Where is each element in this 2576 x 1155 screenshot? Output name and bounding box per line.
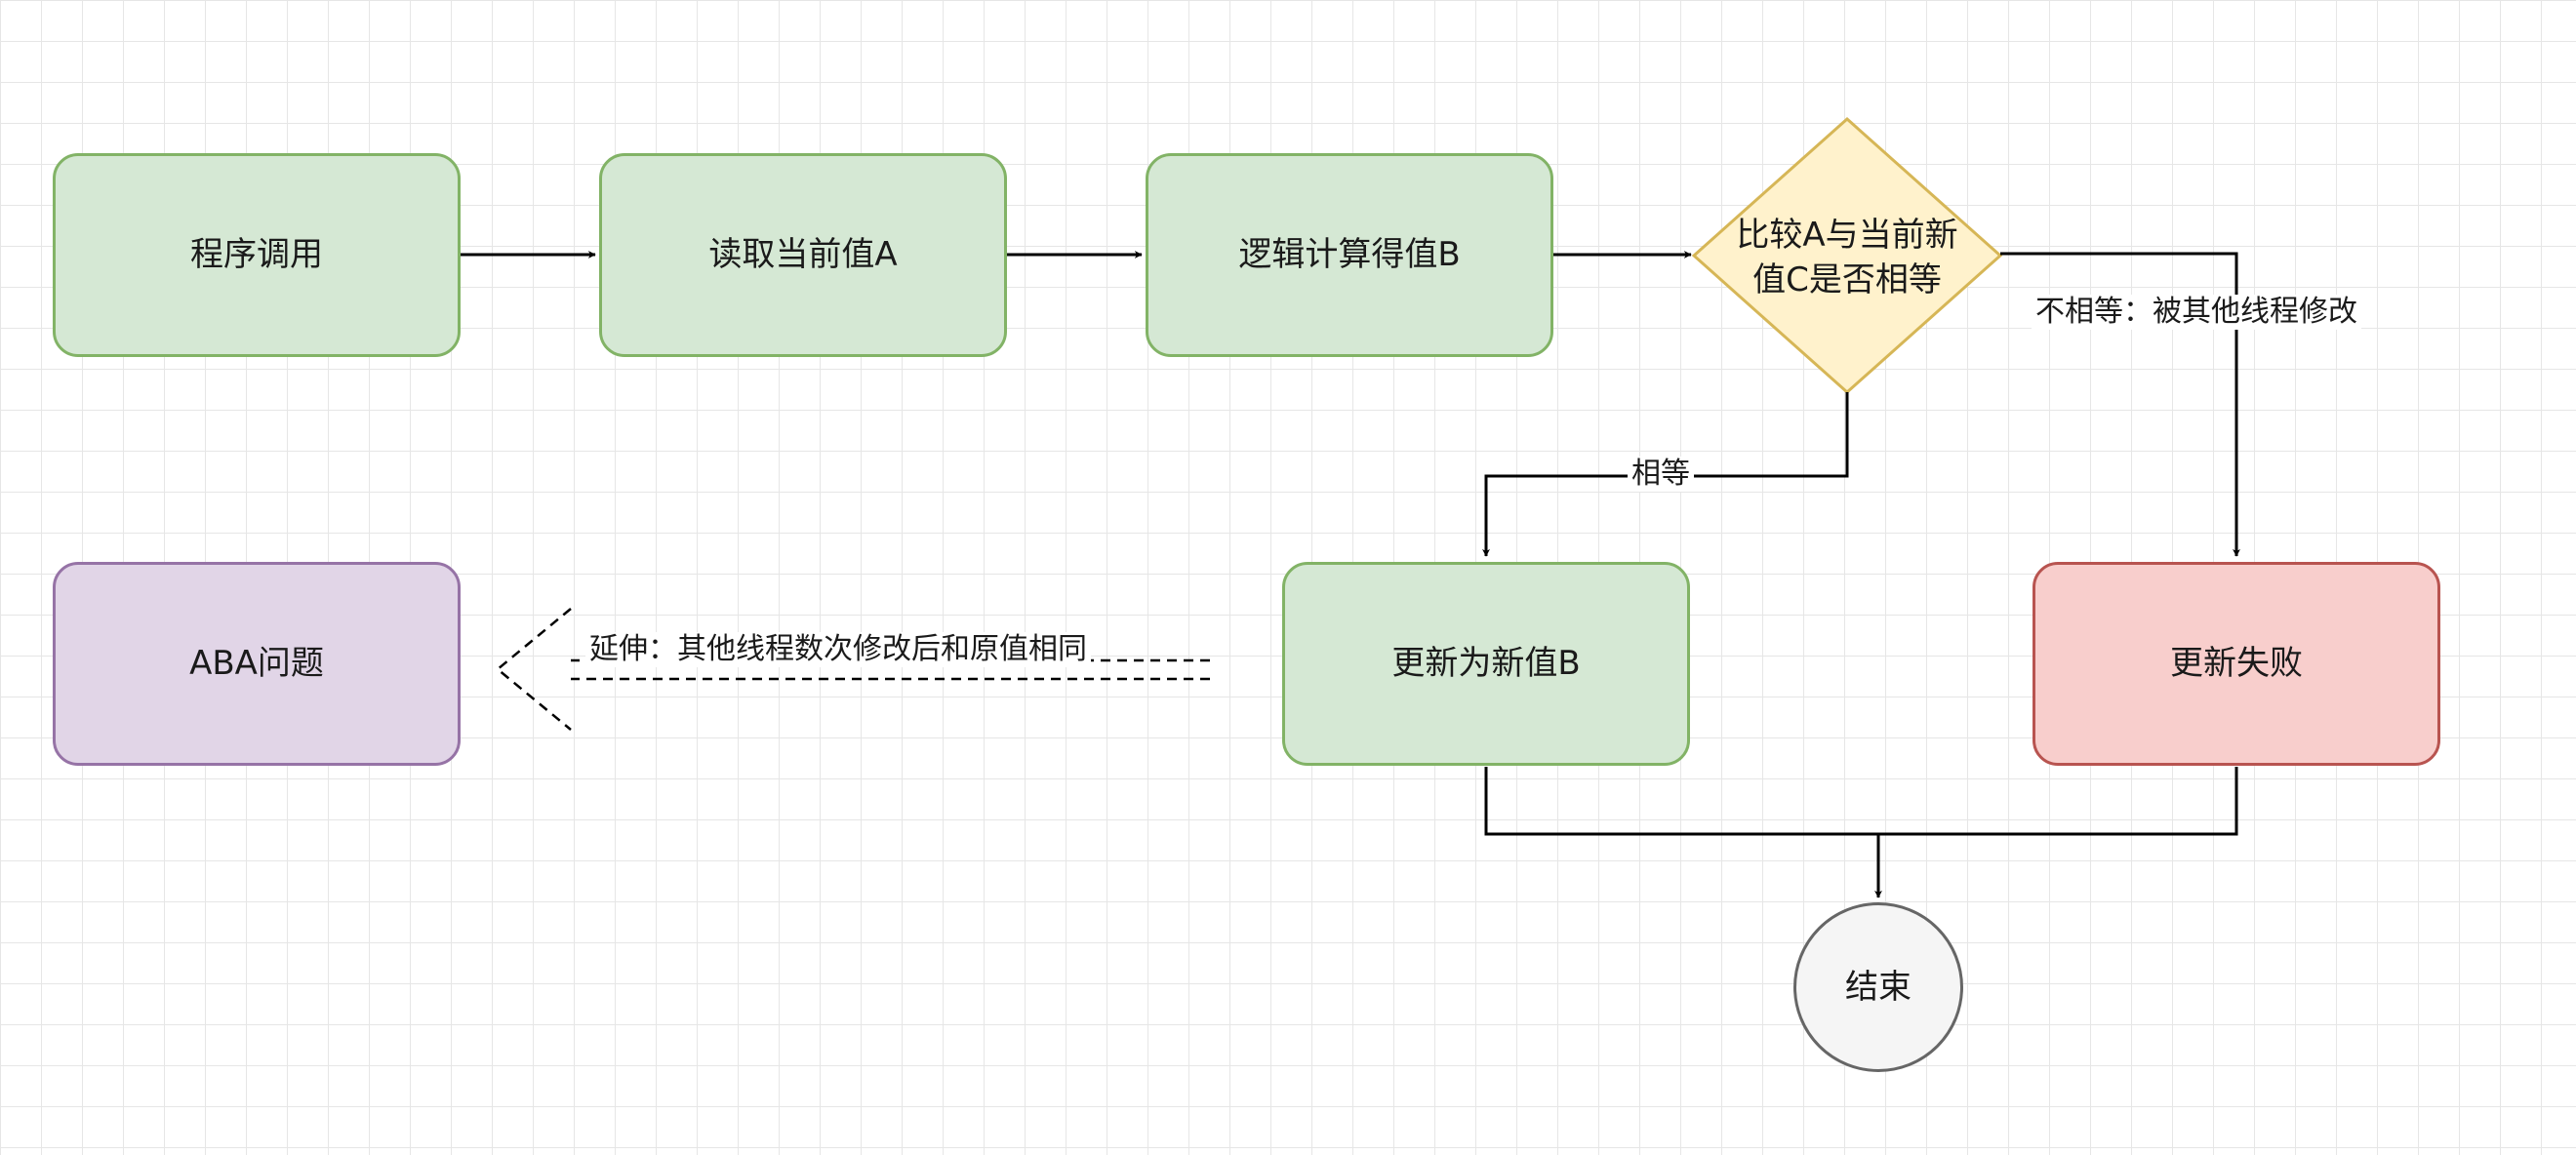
node-aba-problem-label: ABA问题 xyxy=(189,644,324,684)
edge-not-equal-label: 不相等：被其他线程修改 xyxy=(2032,295,2361,330)
node-update-success[interactable]: 更新为新值B xyxy=(1282,562,1690,766)
edge-update-merge xyxy=(1484,767,2238,836)
node-update-fail[interactable]: 更新失败 xyxy=(2033,562,2440,766)
node-compare-label: 比较A与当前新 值C是否相等 xyxy=(1691,195,2003,322)
node-update-success-label: 更新为新值B xyxy=(1391,644,1581,684)
node-compare-line-1: 比较A与当前新 xyxy=(1736,216,1958,256)
node-compute-value-label: 逻辑计算得值B xyxy=(1238,235,1461,275)
node-compute-value[interactable]: 逻辑计算得值B xyxy=(1146,153,1553,357)
node-program-call-label: 程序调用 xyxy=(190,235,323,275)
node-read-value[interactable]: 读取当前值A xyxy=(599,153,1007,357)
edge-equal-label: 相等 xyxy=(1628,457,1694,492)
node-end[interactable]: 结束 xyxy=(1793,902,1963,1072)
edge-not-equal xyxy=(2000,252,2240,557)
edge-extension xyxy=(496,608,1210,731)
node-end-label: 结束 xyxy=(1845,967,1912,1007)
node-program-call[interactable]: 程序调用 xyxy=(53,153,461,357)
edge-extension-label: 延伸：其他线程数次修改后和原值相同 xyxy=(585,632,1091,667)
node-compare-line-2: 值C是否相等 xyxy=(1752,260,1942,299)
node-read-value-label: 读取当前值A xyxy=(708,235,898,275)
node-aba-problem[interactable]: ABA问题 xyxy=(53,562,461,766)
node-update-fail-label: 更新失败 xyxy=(2170,644,2303,684)
